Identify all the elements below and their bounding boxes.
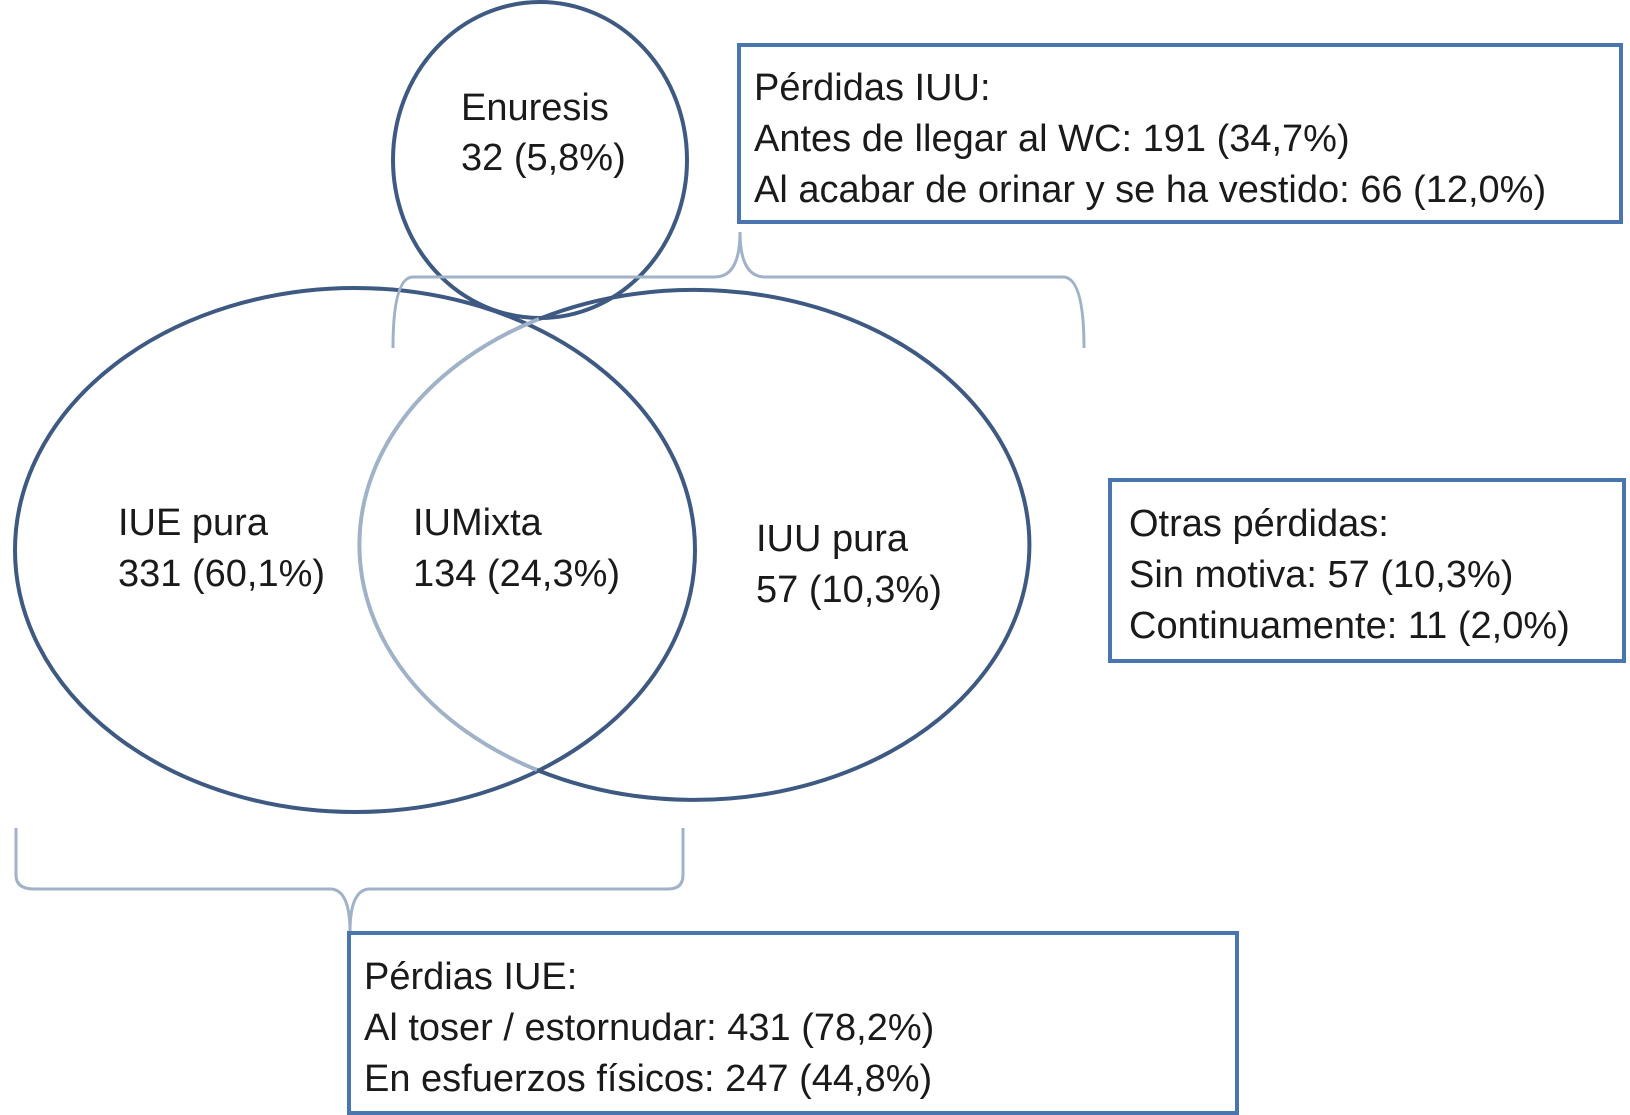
otras-perdidas-line2: Continuamente: 11 (2,0%) xyxy=(1129,605,1570,647)
perdidas-iue-line1: Al toser / estornudar: 431 (78,2%) xyxy=(364,1007,934,1049)
iue-pura-value: 331 (60,1%) xyxy=(118,553,325,595)
iue-brace xyxy=(14,828,685,933)
otras-perdidas-title: Otras pérdidas: xyxy=(1129,503,1389,545)
iuu-brace xyxy=(391,231,1086,349)
iuu-pura-label: IUU pura xyxy=(756,518,909,560)
perdidas-iuu-line2: Al acabar de orinar y se ha vestido: 66 … xyxy=(754,169,1546,211)
perdidas-iuu-line1: Antes de llegar al WC: 191 (34,7%) xyxy=(754,118,1350,160)
iue-ellipse xyxy=(13,286,697,814)
iuu-pura-value: 57 (10,3%) xyxy=(756,569,942,611)
otras-perdidas-line1: Sin motiva: 57 (10,3%) xyxy=(1129,554,1513,596)
iu-mixta-label: IUMixta xyxy=(413,502,543,544)
enuresis-value: 32 (5,8%) xyxy=(461,137,626,179)
perdidas-iue-title: Pérdias IUE: xyxy=(364,956,577,998)
iuu-ellipse xyxy=(536,287,1032,802)
perdidas-iue-line2: En esfuerzos físicos: 247 (44,8%) xyxy=(364,1058,932,1100)
iue-pura-label: IUE pura xyxy=(118,502,269,544)
perdidas-iuu-title: Pérdidas IUU: xyxy=(754,67,991,109)
enuresis-label: Enuresis xyxy=(461,87,609,129)
perdidas-iuu-box xyxy=(737,43,1623,224)
iuu-ellipse-inner-arc xyxy=(357,317,540,772)
perdidas-iue-box xyxy=(347,931,1239,1115)
otras-perdidas-box xyxy=(1108,478,1626,663)
iu-mixta-value: 134 (24,3%) xyxy=(413,553,620,595)
